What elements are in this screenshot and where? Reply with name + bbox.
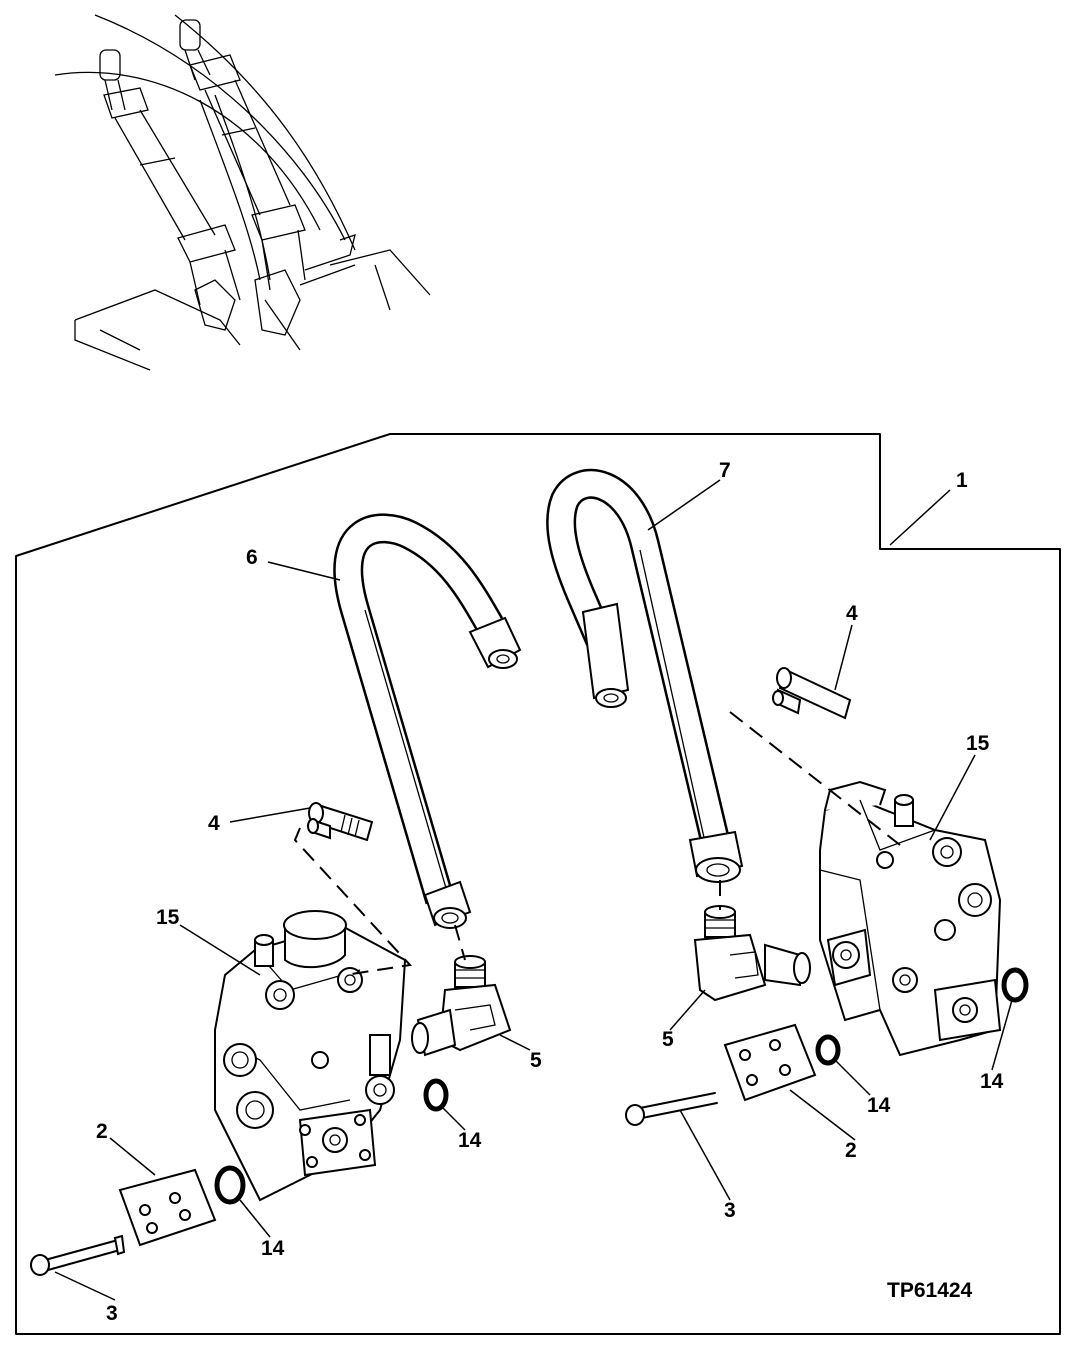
leader-lines (54, 479, 1013, 1301)
callout-7: 7 (719, 459, 731, 482)
callout-3-left: 3 (106, 1302, 118, 1325)
plug-4-right (772, 667, 852, 720)
o-rings-14 (214, 967, 1029, 1205)
hose-7 (546, 468, 744, 883)
detail-frame (15, 433, 1061, 1335)
assembly-lines (293, 711, 901, 976)
flange-2-right (723, 1023, 817, 1102)
elbow-5-left (411, 955, 512, 1057)
bolt-3-left (30, 1234, 126, 1276)
callout-2-left: 2 (96, 1120, 108, 1143)
callout-14-b: 14 (261, 1237, 285, 1260)
callout-14-c: 14 (867, 1094, 891, 1117)
valve-assembly-left (214, 910, 407, 1202)
callout-14-d: 14 (980, 1070, 1004, 1093)
callout-4-left: 4 (208, 812, 220, 835)
callout-5-right: 5 (662, 1028, 674, 1051)
callout-15-right: 15 (966, 732, 990, 755)
callout-15-left: 15 (156, 906, 180, 929)
callout-2-right: 2 (845, 1139, 857, 1162)
plug-4-left (307, 802, 374, 842)
callout-4-right: 4 (846, 602, 858, 625)
locator-illustration (54, 14, 431, 371)
bolt-3-right (625, 1092, 718, 1126)
flange-2-left (118, 1168, 217, 1247)
callout-14-a: 14 (458, 1129, 482, 1152)
callout-labels: 1 6 7 4 4 15 15 5 5 2 2 3 3 14 14 14 14 (96, 459, 1004, 1325)
callout-6: 6 (246, 546, 258, 569)
valve-assembly-right (819, 780, 1002, 1057)
callout-3-right: 3 (724, 1199, 736, 1222)
elbow-5-right (693, 905, 811, 1002)
callout-5-left: 5 (530, 1049, 542, 1072)
callout-1: 1 (956, 469, 968, 492)
figure-id: TP61424 (887, 1279, 973, 1302)
hose-6 (333, 513, 522, 929)
